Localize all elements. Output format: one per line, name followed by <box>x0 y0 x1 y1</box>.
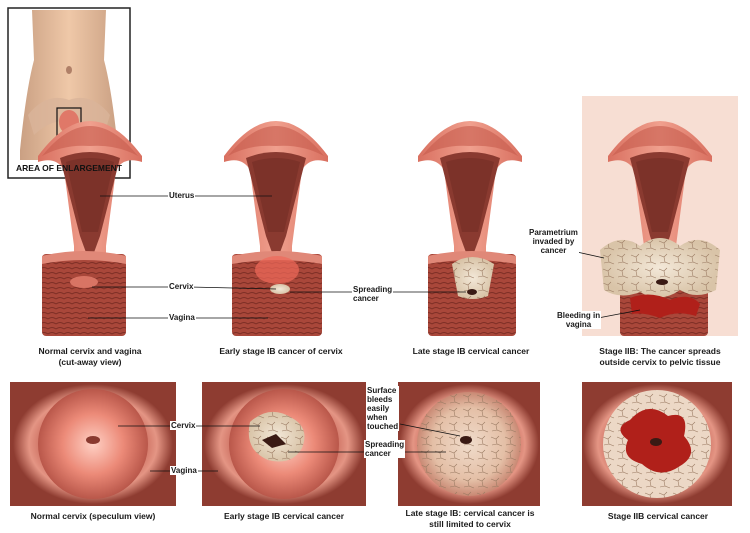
callout-vagina-bottom: Vagina <box>170 466 198 475</box>
speculum-view-early-ib <box>202 382 366 506</box>
callout-vagina-top: Vagina <box>168 313 196 322</box>
speculum-view-normal <box>10 382 176 506</box>
caption-bottom-2: Early stage IB cervical cancer <box>223 511 345 521</box>
caption-top-3: Late stage IB cervical cancer <box>412 346 530 356</box>
callout-cervix-top: Cervix <box>168 282 195 291</box>
uterus-cutaway-normal <box>38 121 142 336</box>
callout-surface-bleeds: Surface bleeds easily when touched <box>366 386 400 431</box>
uterus-cutaway-stage-iib <box>582 96 738 336</box>
callout-cervix-bottom: Cervix <box>170 421 197 430</box>
caption-bottom-3: Late stage IB: cervical cancer is still … <box>405 508 535 529</box>
uterus-cutaway-early-ib <box>224 121 328 336</box>
callout-uterus: Uterus <box>168 191 196 200</box>
speculum-view-late-ib <box>398 382 540 506</box>
callout-parametrium: Parametrium invaded by cancer <box>528 228 579 255</box>
uterus-cutaway-late-ib <box>418 121 522 336</box>
caption-bottom-1: Normal cervix (speculum view) <box>30 511 156 521</box>
speculum-view-stage-iib <box>582 382 732 506</box>
caption-bottom-4: Stage IIB cervical cancer <box>607 511 709 521</box>
inset-label: AREA OF ENLARGEMENT <box>16 163 122 173</box>
caption-top-1: Normal cervix and vagina (cut-away view) <box>38 346 142 367</box>
callout-spreading-cancer-top: Spreading cancer <box>352 285 394 303</box>
callout-bleeding: Bleeding in vagina <box>556 311 602 329</box>
callout-spreading-cancer-bottom: Spreading cancer <box>364 440 406 458</box>
caption-top-2: Early stage IB cancer of cervix <box>219 346 343 356</box>
caption-top-4: Stage IIB: The cancer spreads outside ce… <box>599 346 721 367</box>
